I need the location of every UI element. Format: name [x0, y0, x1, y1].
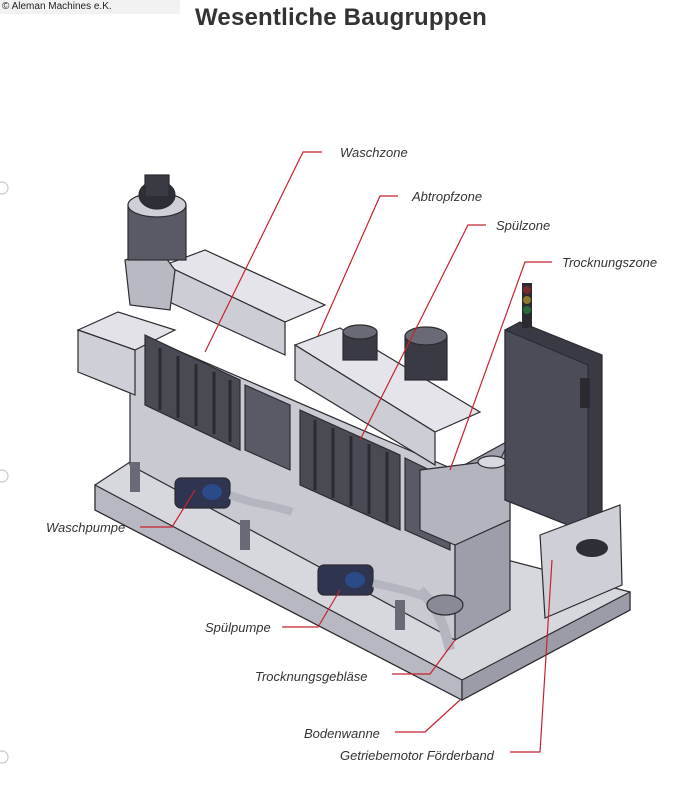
wash-zone-frame [144, 334, 241, 451]
top-motor-2 [404, 326, 448, 381]
rinse-pump-illustration [317, 564, 434, 604]
margin-marker [0, 181, 9, 195]
wash-pump-illustration [174, 477, 294, 516]
label-waschpumpe: Waschpumpe [46, 520, 125, 535]
label-waschzone: Waschzone [340, 145, 408, 160]
label-getriebemotor: Getriebemotor Förderband [340, 748, 495, 763]
machine-illustration [76, 174, 631, 702]
signal-tower [522, 283, 532, 328]
copyright-watermark: © Aleman Machines e.K. [0, 0, 180, 14]
label-abtropfzone: Abtropfzone [411, 189, 482, 204]
page-title: Wesentliche Baugruppen [194, 4, 487, 31]
label-trocknungszone: Trocknungszone [562, 255, 657, 270]
leader-lines [140, 151, 553, 753]
label-spuelzone: Spülzone [496, 218, 550, 233]
margin-marker [0, 469, 9, 483]
top-motor-1 [342, 324, 378, 361]
label-spuelpumpe: Spülpumpe [205, 620, 271, 635]
label-bodenwanne: Bodenwanne [304, 726, 380, 741]
margin-marker [0, 750, 9, 764]
drive-box [539, 504, 623, 619]
label-trocknungsgeblaese: Trocknungsgebläse [255, 669, 368, 684]
